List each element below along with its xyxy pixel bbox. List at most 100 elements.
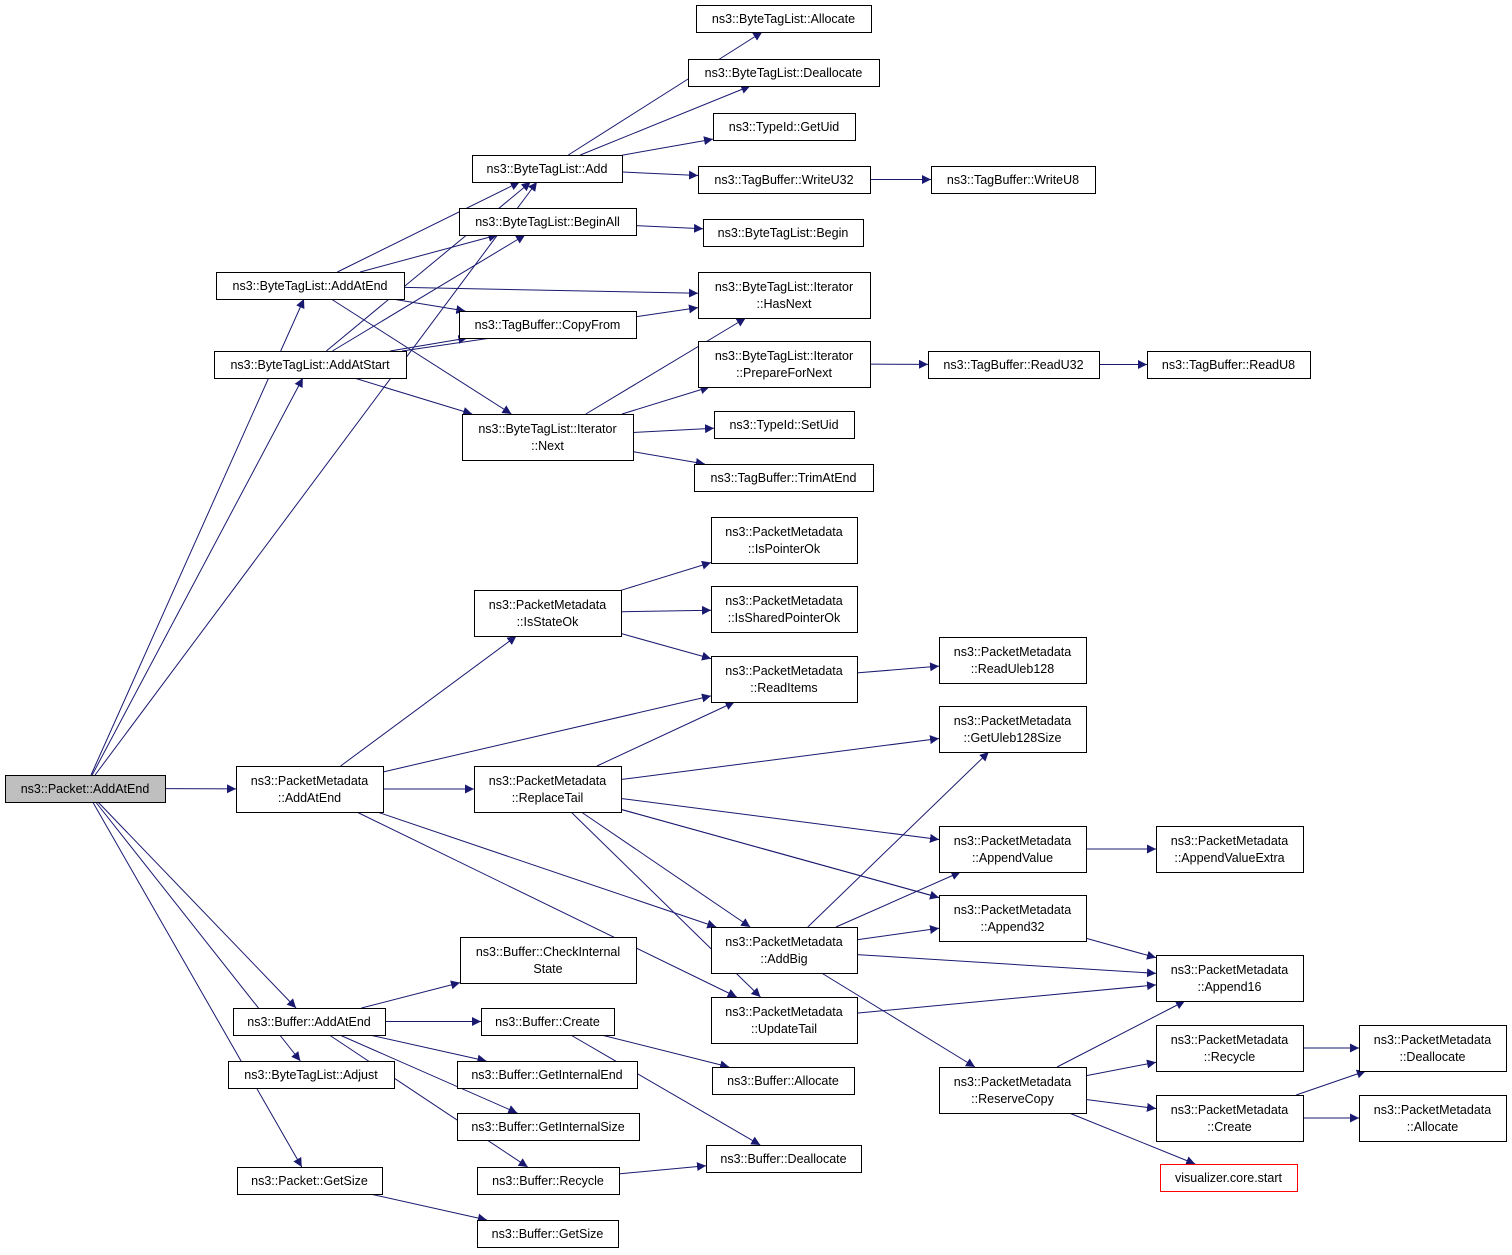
call-edge-pm_create-to-pm_dealloc <box>1296 1069 1366 1096</box>
node-buf-getinternalsize[interactable]: ns3::Buffer::GetInternalSize <box>457 1113 640 1141</box>
node-pm-recycle[interactable]: ns3::PacketMetadata::Recycle <box>1156 1025 1304 1072</box>
node-label: ns3::ByteTagList::Allocate <box>712 12 855 26</box>
node-label: ns3::TagBuffer::CopyFrom <box>475 318 621 332</box>
node-typeid-getuid[interactable]: ns3::TypeId::GetUid <box>713 113 856 141</box>
node-buf-getsize[interactable]: ns3::Buffer::GetSize <box>477 1220 619 1248</box>
call-edge-pm_reservecopy-to-pm_append16 <box>1056 1000 1186 1068</box>
node-label: ::Recycle <box>1204 1050 1255 1064</box>
call-edge-root-to-buf_addatend <box>97 801 297 1009</box>
node-tb-r32[interactable]: ns3::TagBuffer::ReadU32 <box>928 351 1100 379</box>
node-it-hasnext[interactable]: ns3::ByteTagList::Iterator::HasNext <box>698 272 871 319</box>
node-label: ns3::Buffer::Allocate <box>727 1074 839 1088</box>
call-edge-btl_addatend-to-tb_copyfrom <box>392 298 466 314</box>
node-it-next[interactable]: ns3::ByteTagList::Iterator::Next <box>462 414 634 461</box>
call-edge-buf_create-to-buf_dealloc <box>570 1034 761 1146</box>
node-btl-alloc[interactable]: ns3::ByteTagList::Allocate <box>696 5 872 33</box>
node-box <box>939 895 1087 942</box>
node-box <box>711 656 858 703</box>
node-pm-addatend[interactable]: ns3::PacketMetadata::AddAtEnd <box>236 766 384 813</box>
call-edge-pm_replacetail-to-pm_appendvalue <box>620 797 940 843</box>
function-nodes: ns3::Packet::AddAtEndns3::ByteTagList::A… <box>5 5 1507 1248</box>
call-edge-pm_reservecopy-to-pm_create <box>1085 1098 1157 1112</box>
call-edge-pkt_getsize-to-buf_getsize <box>370 1193 487 1223</box>
node-pm-readitems[interactable]: ns3::PacketMetadata::ReadItems <box>711 656 858 703</box>
node-box <box>5 775 166 803</box>
node-pm-reservecopy[interactable]: ns3::PacketMetadata::ReserveCopy <box>939 1067 1087 1114</box>
node-buf-getinternalend[interactable]: ns3::Buffer::GetInternalEnd <box>457 1061 638 1089</box>
node-label: ns3::PacketMetadata <box>1171 834 1288 848</box>
node-tb-w8[interactable]: ns3::TagBuffer::WriteU8 <box>931 166 1096 194</box>
node-box <box>711 517 858 564</box>
node-it-prepare[interactable]: ns3::ByteTagList::Iterator::PrepareForNe… <box>698 341 871 388</box>
node-label: ns3::Buffer::CheckInternal <box>476 945 620 959</box>
node-box <box>939 826 1087 873</box>
node-box <box>711 997 858 1044</box>
node-btl-adjust[interactable]: ns3::ByteTagList::Adjust <box>228 1061 395 1089</box>
node-buf-recycle[interactable]: ns3::Buffer::Recycle <box>477 1167 620 1195</box>
node-label: ns3::PacketMetadata <box>725 664 842 678</box>
node-pm-appendvalueextra[interactable]: ns3::PacketMetadata::AppendValueExtra <box>1156 826 1304 873</box>
node-btl-add[interactable]: ns3::ByteTagList::Add <box>472 155 623 183</box>
call-edge-root-to-pkt_getsize <box>92 801 303 1168</box>
node-box <box>237 1167 383 1195</box>
node-pm-isshared[interactable]: ns3::PacketMetadata::IsSharedPointerOk <box>711 586 858 633</box>
node-pm-isptrok[interactable]: ns3::PacketMetadata::IsPointerOk <box>711 517 858 564</box>
node-buf-alloc[interactable]: ns3::Buffer::Allocate <box>712 1067 855 1095</box>
node-pm-alloc[interactable]: ns3::PacketMetadata::Allocate <box>1359 1095 1507 1142</box>
node-btl-addatend[interactable]: ns3::ByteTagList::AddAtEnd <box>216 272 405 300</box>
call-edge-btl_addatend-to-it_next <box>330 298 512 415</box>
call-edge-pm_updatetail-to-pm_append16 <box>856 981 1157 1014</box>
node-pm-isstateok[interactable]: ns3::PacketMetadata::IsStateOk <box>474 590 622 637</box>
node-typeid-setuid[interactable]: ns3::TypeId::SetUid <box>714 411 855 439</box>
node-box <box>459 208 637 236</box>
node-box <box>698 272 871 319</box>
node-tb-r8[interactable]: ns3::TagBuffer::ReadU8 <box>1147 351 1311 379</box>
call-edge-pm_reservecopy-to-pm_recycle <box>1085 1059 1157 1077</box>
call-edge-btl_addatend-to-btl_add <box>337 181 520 273</box>
call-edge-btl_add-to-typeid_getuid <box>621 136 714 156</box>
node-box <box>236 766 384 813</box>
node-root[interactable]: ns3::Packet::AddAtEnd <box>5 775 166 803</box>
node-pm-updatetail[interactable]: ns3::PacketMetadata::UpdateTail <box>711 997 858 1044</box>
node-btl-begin[interactable]: ns3::ByteTagList::Begin <box>703 219 864 247</box>
node-btl-dealloc[interactable]: ns3::ByteTagList::Deallocate <box>688 59 880 87</box>
node-pm-readuleb[interactable]: ns3::PacketMetadata::ReadUleb128 <box>939 637 1087 684</box>
node-btl-addatstart[interactable]: ns3::ByteTagList::AddAtStart <box>214 351 407 379</box>
node-pm-dealloc[interactable]: ns3::PacketMetadata::Deallocate <box>1359 1025 1507 1072</box>
node-pm-replacetail[interactable]: ns3::PacketMetadata::ReplaceTail <box>474 766 622 813</box>
node-label: ns3::ByteTagList::AddAtEnd <box>233 279 388 293</box>
node-label: ns3::Packet::GetSize <box>251 1174 368 1188</box>
node-tb-copyfrom[interactable]: ns3::TagBuffer::CopyFrom <box>459 311 637 339</box>
node-label: ns3::TagBuffer::WriteU8 <box>947 173 1079 187</box>
node-pm-getuleb[interactable]: ns3::PacketMetadata::GetUleb128Size <box>939 706 1087 753</box>
node-label: ns3::ByteTagList::Adjust <box>244 1068 378 1082</box>
node-visualizer[interactable]: visualizer.core.start <box>1160 1164 1298 1192</box>
node-label: ::Allocate <box>1407 1120 1458 1134</box>
node-buf-addatend[interactable]: ns3::Buffer::AddAtEnd <box>233 1008 386 1036</box>
node-box <box>711 586 858 633</box>
node-buf-create[interactable]: ns3::Buffer::Create <box>481 1008 615 1036</box>
node-pkt-getsize[interactable]: ns3::Packet::GetSize <box>237 1167 383 1195</box>
node-label: ns3::Buffer::Recycle <box>492 1174 604 1188</box>
node-label: ns3::Buffer::GetInternalEnd <box>471 1068 622 1082</box>
node-pm-append16[interactable]: ns3::PacketMetadata::Append16 <box>1156 955 1304 1002</box>
call-edge-btl_add-to-btl_alloc <box>568 31 763 156</box>
node-btl-beginall[interactable]: ns3::ByteTagList::BeginAll <box>459 208 637 236</box>
node-pm-create[interactable]: ns3::PacketMetadata::Create <box>1156 1095 1304 1142</box>
node-box <box>1156 955 1304 1002</box>
call-edge-buf_recycle-to-buf_dealloc <box>618 1162 707 1175</box>
node-box <box>1160 1164 1298 1192</box>
node-label: ns3::TagBuffer::ReadU8 <box>1162 358 1295 372</box>
node-pm-addbig[interactable]: ns3::PacketMetadata::AddBig <box>711 927 858 974</box>
node-tb-trim[interactable]: ns3::TagBuffer::TrimAtEnd <box>694 464 874 492</box>
node-pm-appendvalue[interactable]: ns3::PacketMetadata::AppendValue <box>939 826 1087 873</box>
node-buf-dealloc[interactable]: ns3::Buffer::Deallocate <box>706 1145 862 1173</box>
node-pm-append32[interactable]: ns3::PacketMetadata::Append32 <box>939 895 1087 942</box>
node-label: ::Deallocate <box>1399 1050 1465 1064</box>
node-label: ns3::PacketMetadata <box>251 774 368 788</box>
call-edge-it_next-to-typeid_setuid <box>632 424 715 434</box>
node-label: ns3::PacketMetadata <box>489 598 606 612</box>
node-tb-w32[interactable]: ns3::TagBuffer::WriteU32 <box>698 166 871 194</box>
node-label: ns3::PacketMetadata <box>1171 963 1288 977</box>
